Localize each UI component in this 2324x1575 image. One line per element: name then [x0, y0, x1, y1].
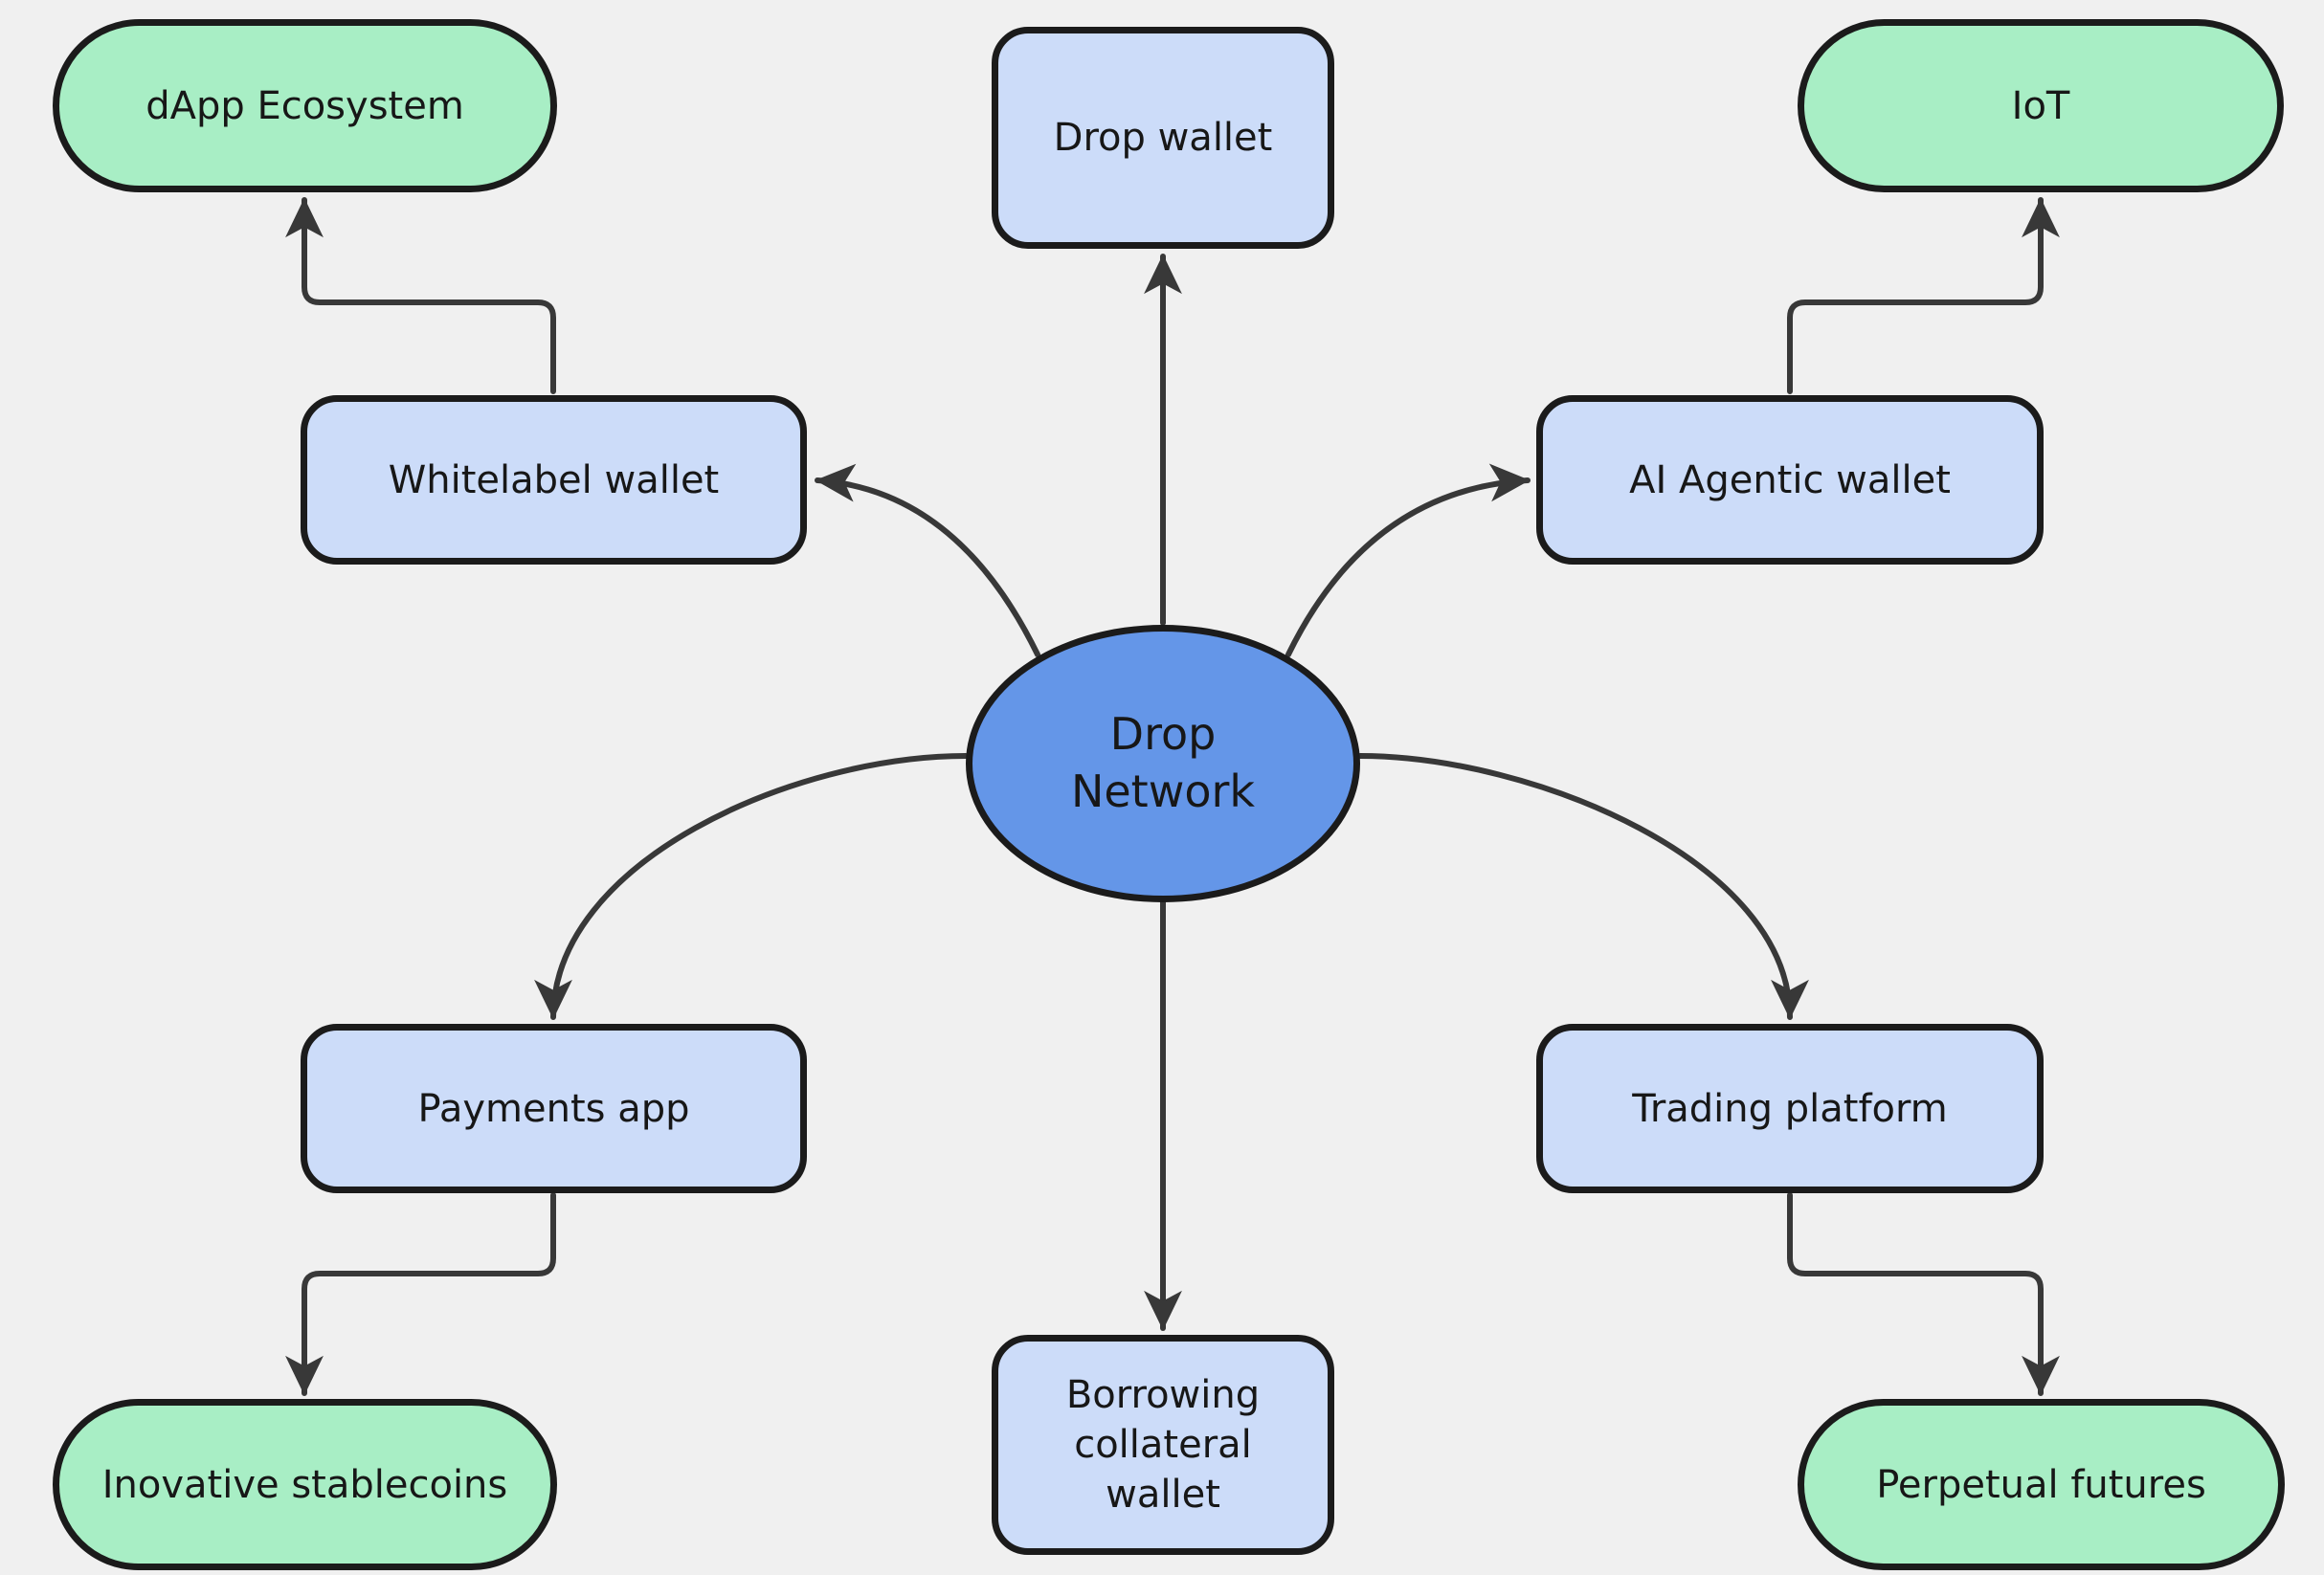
node-borrowing-collateral-wallet: Borrowing collateral wallet — [992, 1335, 1334, 1555]
node-label: Inovative stablecoins — [101, 1462, 508, 1507]
node-label: Drop wallet — [1053, 116, 1273, 160]
node-label: Payments app — [417, 1086, 690, 1131]
edge-aiagentic-iot — [1787, 197, 2060, 394]
node-payments-app: Payments app — [301, 1024, 807, 1193]
edge-whitelabel-dapp — [285, 197, 556, 394]
edge-dropnetwork-trading — [1357, 753, 1809, 1020]
node-label-line: Borrowing — [1065, 1373, 1261, 1417]
edge-trading-perpetual — [1787, 1192, 2060, 1396]
node-label: Perpetual futures — [1876, 1462, 2206, 1507]
node-label-line: Drop — [1109, 708, 1217, 761]
node-inovative-stablecoins: Inovative stablecoins — [53, 1399, 557, 1570]
node-ai-agentic-wallet: AI Agentic wallet — [1536, 395, 2044, 565]
node-trading-platform: Trading platform — [1536, 1024, 2044, 1193]
node-label: IoT — [2011, 83, 2070, 128]
node-label: Whitelabel wallet — [388, 457, 720, 502]
node-perpetual-futures: Perpetual futures — [1798, 1399, 2285, 1570]
edge-dropnetwork-aiagentic — [1285, 463, 1531, 657]
node-whitelabel-wallet: Whitelabel wallet — [301, 395, 807, 565]
node-iot: IoT — [1798, 19, 2284, 192]
node-label: Trading platform — [1632, 1086, 1948, 1131]
edge-dropnetwork-whitelabel — [815, 463, 1040, 657]
edge-dropnetwork-payments — [534, 753, 969, 1020]
node-label: dApp Ecosystem — [145, 83, 464, 128]
node-label: AI Agentic wallet — [1629, 457, 1951, 502]
node-drop-wallet: Drop wallet — [992, 27, 1334, 249]
node-label-line: Network — [1070, 765, 1256, 817]
edge-payments-stablecoins — [285, 1192, 556, 1396]
node-dapp-ecosystem: dApp Ecosystem — [53, 19, 557, 192]
node-drop-network: Drop Network — [966, 625, 1360, 902]
node-label-line: collateral — [1074, 1423, 1252, 1467]
node-label-line: wallet — [1106, 1473, 1220, 1517]
